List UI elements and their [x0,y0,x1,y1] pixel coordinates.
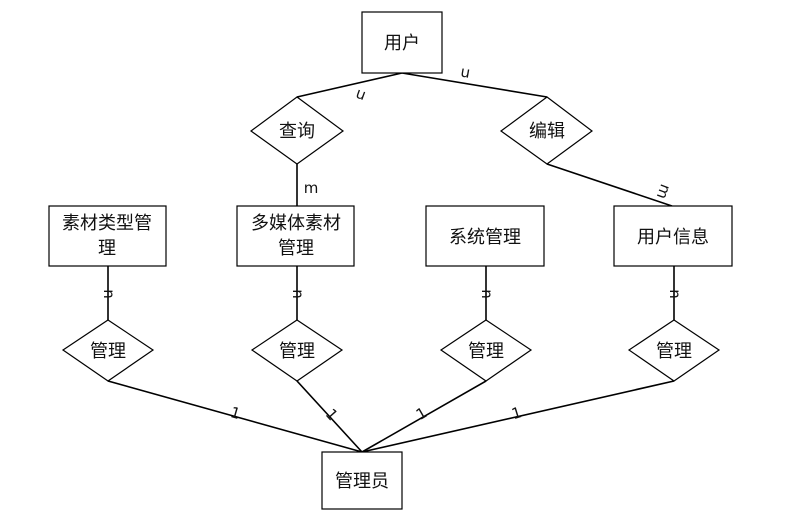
card-edit-userinfo: m [653,182,675,202]
relationship-query[interactable]: 查询 [249,96,345,165]
relationship-manage-4-label: 管理 [656,341,692,362]
relationship-query-label: 查询 [279,121,315,142]
card-userinfo-manage: n [666,289,684,299]
relationship-manage-1[interactable]: 管理 [61,319,155,382]
edge-manage2-admin [296,380,363,453]
entity-user-label: 用户 [384,33,420,54]
relationship-edit-label: 编辑 [529,121,565,142]
entity-user-info-label: 用户信息 [637,227,709,248]
edge-user-query [296,72,403,98]
edge-edit-userinfo [546,163,673,207]
relationship-manage-3[interactable]: 管理 [439,319,533,382]
edges [107,72,675,453]
entity-material-type-label-1: 素材类型管 [62,213,152,234]
relationship-manage-4[interactable]: 管理 [627,319,721,382]
card-user-query: n [353,86,368,106]
edge-manage4-admin [361,380,675,453]
card-system-manage: n [478,289,496,299]
entity-multimedia-label-1: 多媒体素材 [251,213,341,234]
relationship-manage-2-label: 管理 [279,341,315,362]
cardinalities: n n m m n n n n 1 1 1 1 [100,64,684,424]
entity-system[interactable]: 系统管理 [425,205,545,267]
card-user-edit: n [459,64,471,83]
card-materialtype-manage: n [100,289,118,299]
entity-multimedia[interactable]: 多媒体素材 管理 [236,205,355,267]
relationship-manage-2[interactable]: 管理 [250,319,344,382]
relationship-manage-1-label: 管理 [90,341,126,362]
entity-admin[interactable]: 管理员 [321,451,403,510]
entity-user-info[interactable]: 用户信息 [613,205,733,267]
card-multimedia-manage: n [289,289,307,299]
card-query-multimedia: m [304,179,319,197]
relationship-manage-3-label: 管理 [468,341,504,362]
card-admin-manage-4: 1 [509,403,523,423]
relationship-edit[interactable]: 编辑 [499,96,594,165]
card-admin-manage-2: 1 [322,405,342,424]
card-admin-manage-1: 1 [228,403,242,423]
entity-admin-label: 管理员 [335,471,389,492]
edge-user-edit [401,72,548,98]
entity-material-type-label-2: 理 [98,238,116,259]
entity-material-type[interactable]: 素材类型管 理 [48,205,167,267]
edge-manage3-admin [361,380,487,453]
entity-system-label: 系统管理 [449,227,521,248]
entity-multimedia-label-2: 管理 [278,238,314,259]
edge-manage1-admin [107,380,363,453]
entity-user[interactable]: 用户 [361,11,443,74]
